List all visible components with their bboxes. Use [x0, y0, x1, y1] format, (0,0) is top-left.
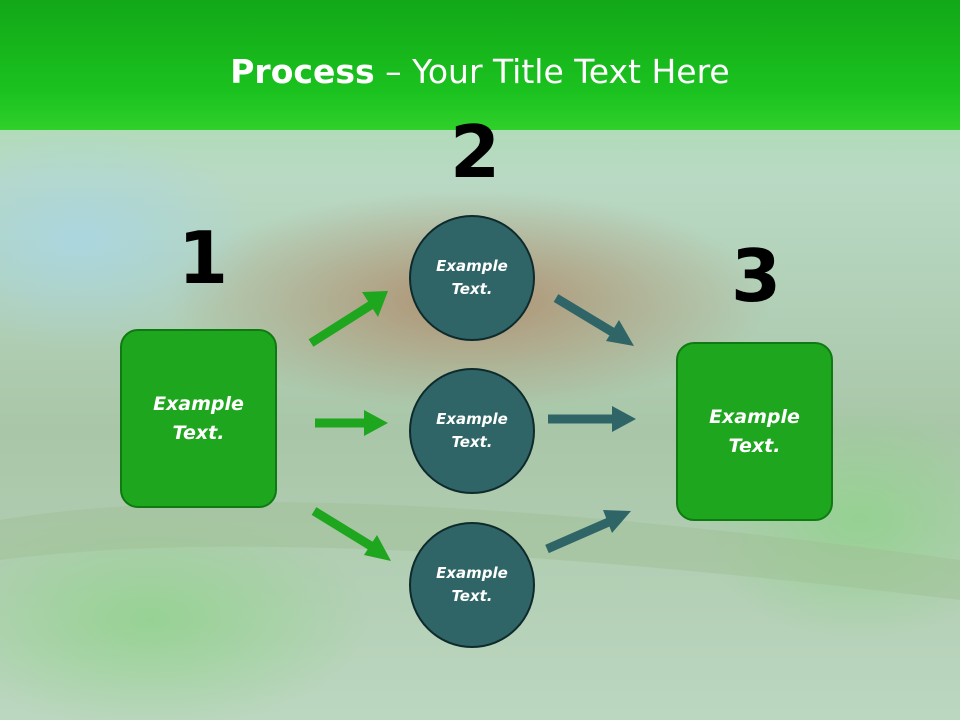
circle-middle-label: Example Text. — [436, 410, 508, 451]
slide-title: Process – Your Title Text Here — [0, 52, 960, 91]
step-2-circle-bottom[interactable]: Example Text. — [409, 522, 535, 648]
step-3-label: Example Text. — [709, 405, 800, 457]
arrow-top-to-box3 — [553, 294, 634, 346]
arrow-box1-to-top — [308, 291, 388, 347]
step-number-1: 1 — [178, 216, 229, 300]
title-bar: Process – Your Title Text Here — [0, 0, 960, 130]
arrow-box1-to-middle — [315, 410, 388, 436]
step-3-box[interactable]: Example Text. — [676, 342, 833, 521]
title-rest: – Your Title Text Here — [374, 52, 730, 91]
arrow-bottom-to-box3 — [545, 510, 631, 554]
step-number-3: 3 — [731, 234, 782, 318]
circle-top-label: Example Text. — [436, 257, 508, 298]
step-number-2: 2 — [450, 110, 501, 194]
step-2-circle-top[interactable]: Example Text. — [409, 215, 535, 341]
step-2-circle-middle[interactable]: Example Text. — [409, 368, 535, 494]
circle-bottom-label: Example Text. — [436, 564, 508, 605]
arrow-middle-to-box3 — [548, 406, 636, 432]
step-1-box[interactable]: Example Text. — [120, 329, 277, 508]
title-bold: Process — [230, 52, 375, 91]
arrow-box1-to-bottom — [311, 507, 391, 561]
step-1-label: Example Text. — [153, 392, 244, 444]
